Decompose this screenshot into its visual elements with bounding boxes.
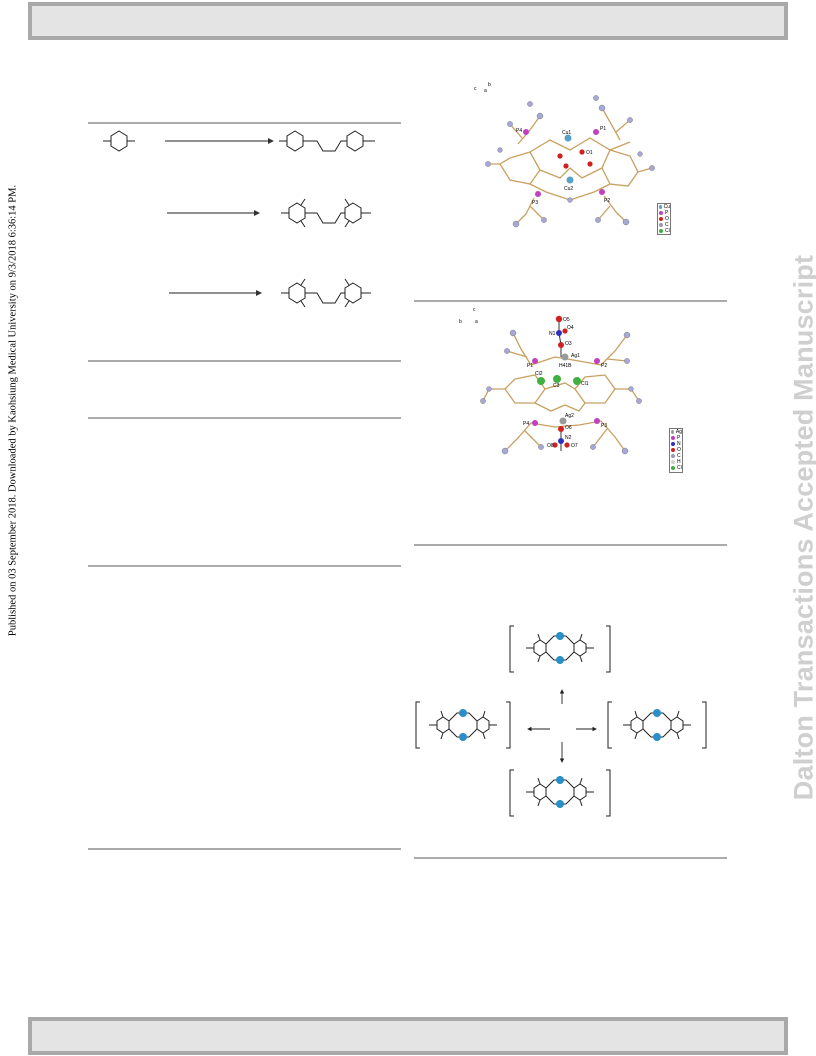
atom-label: O5 [563, 317, 570, 323]
atom-label: Cu1 [562, 130, 571, 136]
legend-item: O [670, 447, 682, 453]
figure1-crystal-structure: c a b P4 Cu1 P1 O1 P3 Cu2 P2 [474, 82, 655, 228]
conformer-right [607, 701, 707, 749]
atom-label: P4 [523, 421, 529, 427]
legend-item: Ag [670, 429, 682, 435]
atom-label: H41B [559, 363, 572, 369]
axis-label-c: c [473, 307, 476, 313]
legend-item: Cl [658, 228, 670, 234]
atom-label: P2 [601, 363, 607, 369]
legend-item: O [658, 216, 670, 222]
atom-label: Cu2 [564, 186, 573, 192]
left-column-end-rule [88, 848, 401, 850]
scheme-top-rule [88, 122, 401, 124]
figure2-crystal-structure: c b a O5 O4 N1 O3 Ag1 P1 H41B P2 Cl2 Cl1… [459, 307, 642, 455]
publication-note: Published on 03 September 2018. Download… [7, 184, 19, 637]
legend-item: C [658, 222, 670, 228]
atom-label: C3 [553, 383, 560, 389]
atom-label: Cl1 [581, 381, 589, 387]
atom-label: O7 [571, 443, 578, 449]
atom-label: O4 [567, 325, 574, 331]
page-header-bar [28, 2, 788, 40]
atom-label: P1 [600, 126, 606, 132]
atom-label: P3 [601, 423, 607, 429]
axis-label-c: c [474, 86, 477, 92]
atom-label: P3 [532, 200, 538, 206]
atom-label: P2 [604, 198, 610, 204]
reactant-benzene-ring [110, 130, 128, 152]
figure1-bottom-rule [414, 300, 727, 302]
atom-label: Ag2 [565, 413, 574, 419]
legend-item: N [670, 441, 682, 447]
atom-label: N2 [565, 435, 572, 441]
atom-label: N1 [549, 331, 556, 337]
legend-item: C [670, 453, 682, 459]
figure3-bottom-rule [414, 857, 727, 859]
table-bottom-rule [88, 565, 401, 567]
axis-label-b: b [488, 82, 491, 88]
axis-label-a: a [475, 319, 478, 325]
atom-label: P1 [527, 363, 533, 369]
atom-label: O6 [565, 425, 572, 431]
table-top-rule [88, 417, 401, 419]
atom-label: O3 [565, 341, 572, 347]
figure3-conformer-scheme [415, 625, 707, 817]
legend-item: H [670, 459, 682, 465]
conformer-left [415, 701, 511, 749]
conformer-bottom [509, 769, 611, 817]
product-ring-1a [286, 130, 304, 152]
figure2-legend: Ag P N O C H Cl [669, 428, 683, 473]
legend-item: Cl [670, 465, 682, 471]
legend-item: P [658, 210, 670, 216]
product-ring-2a [288, 202, 306, 224]
legend-item: P [670, 435, 682, 441]
figure2-bottom-rule [414, 544, 727, 546]
figure1-legend: Cu P O C Cl [657, 203, 671, 235]
atom-label: Ag1 [571, 353, 580, 359]
axis-label-a: a [484, 88, 487, 94]
synthesis-scheme [103, 130, 375, 308]
product-ring-3b [344, 282, 362, 304]
conformer-top [509, 625, 611, 673]
atom-label: O1 [586, 150, 593, 156]
scheme-bottom-rule [88, 360, 401, 362]
page-footer-bar [28, 1017, 788, 1055]
product-ring-2b [344, 202, 362, 224]
legend-item: Cu [658, 204, 670, 210]
atom-label: P4 [516, 128, 522, 134]
axis-label-b: b [459, 319, 462, 325]
product-ring-1b [346, 130, 364, 152]
product-ring-3a [288, 282, 306, 304]
atom-label: Cl2 [535, 371, 543, 377]
accepted-manuscript-watermark: Dalton Transactions Accepted Manuscript [788, 254, 816, 801]
atom-label: O8 [547, 443, 554, 449]
